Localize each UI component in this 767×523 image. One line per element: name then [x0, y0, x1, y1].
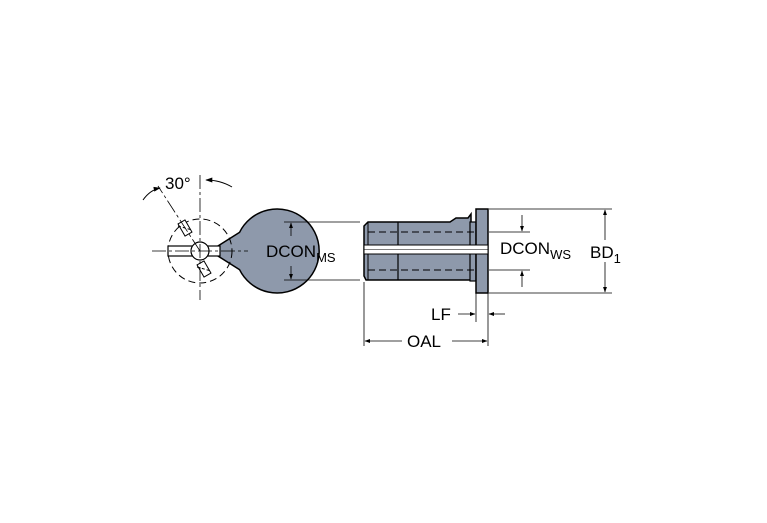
angle-arc-right	[205, 177, 233, 188]
dim-lf	[458, 281, 505, 322]
angle-reference-line	[157, 185, 201, 252]
end-view-screw-lower	[196, 260, 212, 278]
dim-bd1	[489, 208, 612, 294]
bd1-label: BD1	[590, 243, 621, 266]
end-view: 30°	[142, 174, 320, 300]
end-view-body	[208, 208, 320, 294]
angle-label: 30°	[165, 174, 191, 193]
dim-dcon-ms	[284, 221, 360, 281]
angle-arc-left	[142, 186, 161, 201]
side-view	[363, 208, 489, 294]
dcon-ms-label: DCONMS	[266, 242, 336, 265]
lf-label: LF	[431, 305, 451, 324]
dcon-ws-label: DCONWS	[500, 239, 571, 262]
dim-oal	[363, 282, 489, 346]
dim-dcon-ws	[489, 215, 530, 287]
oal-label: OAL	[407, 332, 441, 351]
